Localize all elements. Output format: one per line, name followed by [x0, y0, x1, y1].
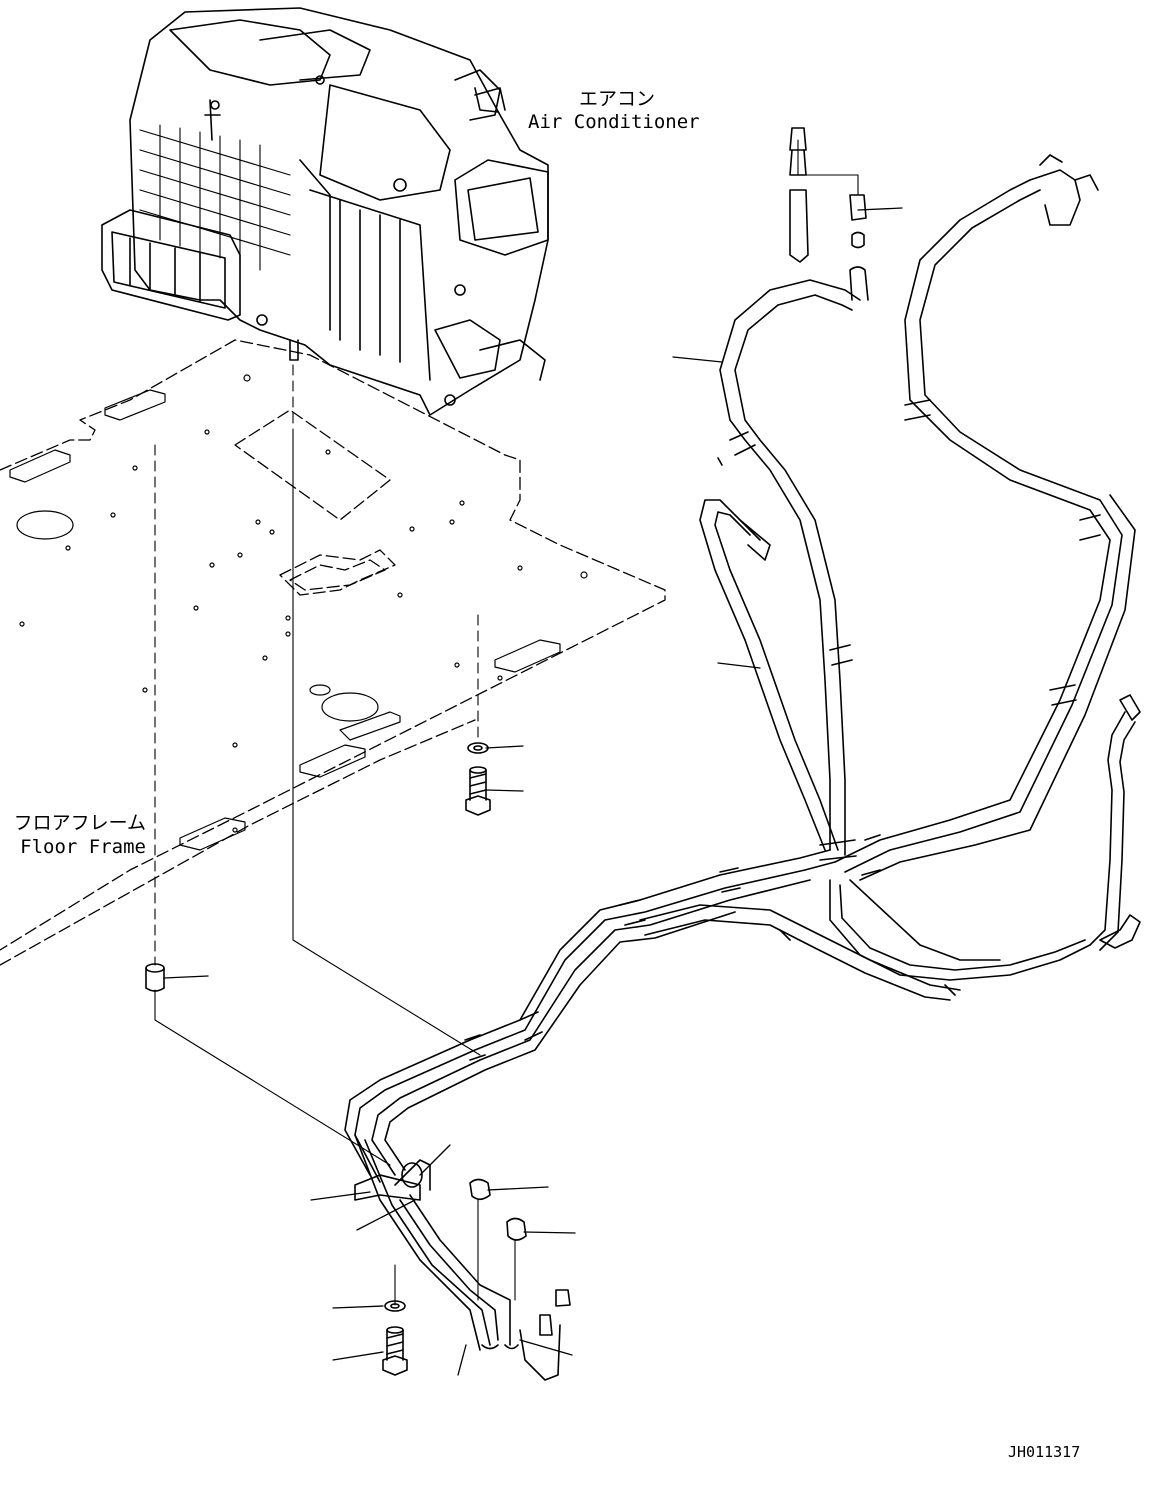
bolt-floor [465, 766, 491, 816]
air-conditioner-unit [101, 7, 549, 416]
cap-fitting [539, 1289, 571, 1336]
air-conditioner-label-jp: エアコン [578, 88, 655, 110]
elbow-fitting-1 [469, 1178, 491, 1201]
hose-fitting-top [789, 127, 867, 263]
callout-leaders [163, 207, 903, 1376]
floor-frame-label-jp: フロアフレーム [13, 812, 146, 834]
floor-frame-details [9, 374, 588, 851]
drawing-number: JH011317 [1008, 1443, 1081, 1461]
hose-bundle [344, 154, 1141, 1381]
bolt-lower [382, 1326, 408, 1376]
washer-lower [384, 1300, 406, 1312]
spacer-collar [145, 963, 165, 992]
elbow-fitting-2 [506, 1217, 527, 1241]
floor-frame-plate [0, 339, 666, 966]
floor-frame-label-en: Floor Frame [20, 836, 146, 858]
air-conditioner-label-en: Air Conditioner [528, 111, 700, 133]
alignment-lines [154, 364, 479, 966]
washer-floor [467, 742, 489, 754]
